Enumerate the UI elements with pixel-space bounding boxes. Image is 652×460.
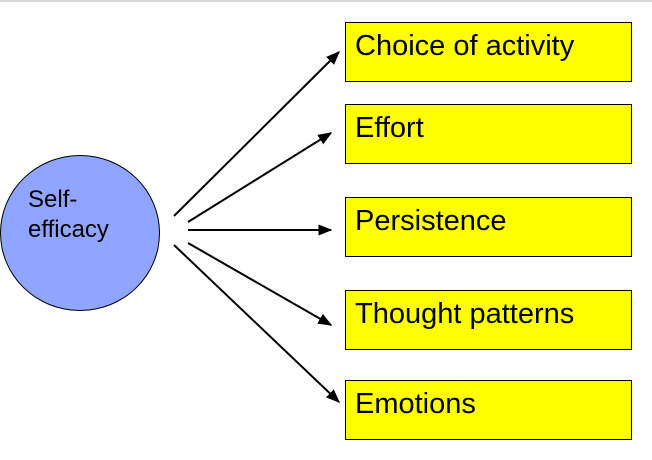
effort-label: Effort: [355, 112, 424, 144]
edge-thought: [187, 242, 333, 326]
choice-of-activity-label: Choice of activity: [355, 30, 575, 62]
self-efficacy-node: [0, 155, 160, 311]
edge-choice: [173, 51, 340, 217]
choice-of-activity-box: Choice of activity: [345, 22, 632, 82]
persistence-label: Persistence: [355, 205, 507, 237]
edge-emotions: [173, 244, 341, 403]
emotions-label: Emotions: [355, 388, 476, 420]
self-efficacy-label: Self- efficacy: [28, 186, 109, 243]
top-divider: [0, 0, 652, 2]
effort-box: Effort: [345, 104, 632, 164]
persistence-box: Persistence: [345, 197, 632, 257]
thought-patterns-box: Thought patterns: [345, 290, 632, 350]
emotions-box: Emotions: [345, 380, 632, 440]
thought-patterns-label: Thought patterns: [355, 298, 575, 330]
edge-effort: [187, 132, 333, 223]
